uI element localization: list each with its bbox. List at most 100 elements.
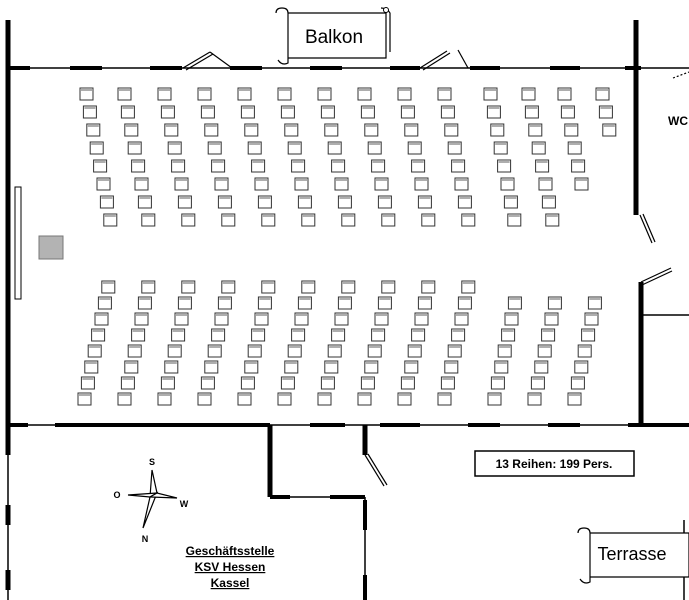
- chair-lower-r9-7: [417, 296, 432, 310]
- chair-upper-r3-8: [181, 213, 196, 227]
- chair-lower-r12-7: [547, 296, 562, 310]
- chair-upper-r10-4: [447, 141, 462, 155]
- chair-upper-r9-7: [417, 195, 432, 209]
- chair-upper-r6-8: [301, 213, 316, 227]
- chair-upper-r12-2: [524, 105, 539, 119]
- chair-upper-r10-3: [444, 123, 459, 137]
- office-line-3: Kassel: [211, 576, 250, 590]
- balcony-text: Balkon: [305, 27, 363, 48]
- chair-upper-r8-2: [360, 105, 375, 119]
- chair-upper-r4-8: [221, 213, 236, 227]
- chair-upper-r6-6: [294, 177, 309, 191]
- chair-upper-r4-1: [197, 87, 212, 101]
- chair-lower-r13-3: [574, 360, 589, 374]
- chair-upper-r2-4: [127, 141, 142, 155]
- chair-upper-r2-8: [141, 213, 156, 227]
- chair-lower-r8-4: [367, 344, 382, 358]
- chair-lower-r3-4: [167, 344, 182, 358]
- chair-upper-r14-2: [598, 105, 613, 119]
- chair-lower-r6-2: [280, 376, 295, 390]
- chair-upper-r3-5: [171, 159, 186, 173]
- terrace-label: Terrasse: [577, 527, 689, 584]
- walls: [5, 20, 689, 600]
- chair-upper-r8-3: [364, 123, 379, 137]
- chair-lower-r7-3: [324, 360, 339, 374]
- chair-upper-r5-6: [254, 177, 269, 191]
- chair-lower-r3-8: [181, 280, 196, 294]
- chair-lower-r5-2: [240, 376, 255, 390]
- chair-lower-r2-8: [141, 280, 156, 294]
- chair-upper-r10-6: [454, 177, 469, 191]
- chair-lower-r13-1: [567, 392, 582, 406]
- chair-lower-r3-6: [174, 312, 189, 326]
- chair-lower-r11-1: [487, 392, 502, 406]
- chair-lower-r3-7: [177, 296, 192, 310]
- chair-upper-r3-2: [160, 105, 175, 119]
- chair-lower-r12-4: [537, 344, 552, 358]
- chair-lower-r10-6: [454, 312, 469, 326]
- chair-upper-r5-5: [251, 159, 266, 173]
- chair-upper-r12-6: [538, 177, 553, 191]
- chair-lower-r4-4: [207, 344, 222, 358]
- chair-lower-r6-1: [277, 392, 292, 406]
- chair-upper-r11-2: [486, 105, 501, 119]
- capacity-box: 13 Reihen: 199 Pers.: [474, 450, 635, 477]
- chair-upper-r5-8: [261, 213, 276, 227]
- chair-upper-r8-8: [381, 213, 396, 227]
- chair-lower-r5-1: [237, 392, 252, 406]
- chair-upper-r4-4: [207, 141, 222, 155]
- wc-label: WC: [668, 114, 688, 128]
- chair-upper-r7-6: [334, 177, 349, 191]
- chair-lower-r7-7: [337, 296, 352, 310]
- chair-upper-r9-5: [411, 159, 426, 173]
- chair-upper-r11-3: [490, 123, 505, 137]
- chair-upper-r14-3: [602, 123, 617, 137]
- chair-upper-r5-2: [240, 105, 255, 119]
- chair-lower-r1-3: [84, 360, 99, 374]
- chair-lower-r2-3: [124, 360, 139, 374]
- chair-upper-r9-6: [414, 177, 429, 191]
- chair-lower-r2-1: [117, 392, 132, 406]
- chair-lower-r7-2: [320, 376, 335, 390]
- chair-lower-r12-5: [541, 328, 556, 342]
- chair-upper-r4-5: [211, 159, 226, 173]
- chair-lower-r12-1: [527, 392, 542, 406]
- chair-lower-r13-5: [581, 328, 596, 342]
- chair-upper-r10-7: [457, 195, 472, 209]
- chair-upper-r3-3: [164, 123, 179, 137]
- chair-upper-r13-3: [564, 123, 579, 137]
- chair-lower-r11-2: [490, 376, 505, 390]
- compass-south: S: [149, 457, 155, 467]
- chair-upper-r12-1: [521, 87, 536, 101]
- chair-upper-r13-1: [557, 87, 572, 101]
- chair-lower-r5-4: [247, 344, 262, 358]
- chair-lower-r3-3: [164, 360, 179, 374]
- chair-upper-r7-4: [327, 141, 342, 155]
- chair-lower-r1-7: [97, 296, 112, 310]
- chair-lower-r9-5: [411, 328, 426, 342]
- chair-lower-r2-6: [134, 312, 149, 326]
- chair-lower-r7-8: [341, 280, 356, 294]
- chair-lower-r8-5: [371, 328, 386, 342]
- chair-lower-r7-4: [327, 344, 342, 358]
- chair-lower-r4-7: [217, 296, 232, 310]
- chair-upper-r13-4: [567, 141, 582, 155]
- chair-upper-r11-7: [503, 195, 518, 209]
- chair-lower-r1-4: [87, 344, 102, 358]
- chair-lower-r2-2: [120, 376, 135, 390]
- chair-lower-r5-5: [251, 328, 266, 342]
- chair-upper-r9-1: [397, 87, 412, 101]
- chair-lower-r13-2: [570, 376, 585, 390]
- chair-upper-r7-7: [337, 195, 352, 209]
- chair-upper-r5-1: [237, 87, 252, 101]
- chair-upper-r2-5: [131, 159, 146, 173]
- chair-lower-r11-3: [494, 360, 509, 374]
- chair-lower-r1-5: [91, 328, 106, 342]
- chair-upper-r6-7: [297, 195, 312, 209]
- chair-lower-r8-2: [360, 376, 375, 390]
- chair-upper-r9-3: [404, 123, 419, 137]
- chair-lower-r5-8: [261, 280, 276, 294]
- chair-upper-r1-5: [93, 159, 108, 173]
- chair-lower-r2-7: [137, 296, 152, 310]
- chair-lower-r9-8: [421, 280, 436, 294]
